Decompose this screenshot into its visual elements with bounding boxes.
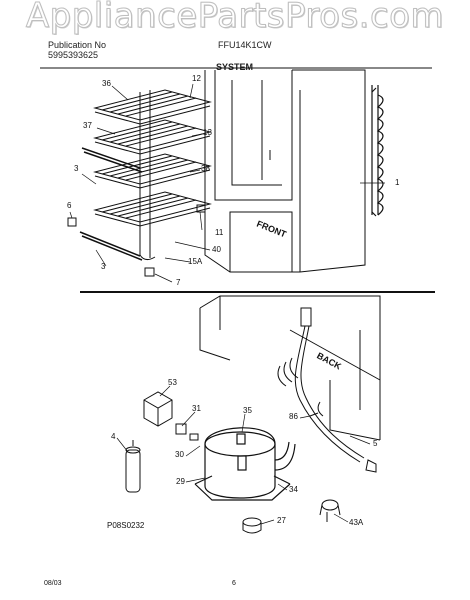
watermark: AppliancePartsPros.com [25,0,445,37]
callout-5: 5 [373,439,378,448]
screw-86 [309,412,319,417]
callout-31: 31 [192,404,201,413]
callout-6: 6 [67,201,72,210]
leader-lines-top [69,83,385,283]
page-number: 6 [232,580,236,587]
callout-36: 36 [102,79,111,88]
leader-lines-bottom [116,385,371,525]
callout-40: 40 [212,245,221,254]
clamp-43a [319,499,341,522]
callout-43a: 43A [349,518,364,527]
callout-15a: 15A [188,257,203,266]
cabinet-outline [204,69,366,273]
callout-30: 30 [175,450,184,459]
callout-3-upper: 3 [74,164,79,173]
publication-label: Publication No [48,40,107,50]
clip-6 [67,217,77,227]
callout-27: 27 [277,516,286,525]
callout-34: 34 [289,485,298,494]
callout-37: 37 [83,121,92,130]
capacitor-tube [125,440,141,493]
callout-53: 53 [168,378,177,387]
section-title: SYSTEM [216,62,254,72]
callout-12: 12 [192,74,201,83]
callout-13: 13 [203,128,212,137]
shelf-2 [93,119,212,155]
callout-4: 4 [111,432,116,441]
model-number: FFU14K1CW [218,40,272,50]
grommet [242,517,262,534]
compressor [194,427,296,501]
clip-11 [196,204,206,213]
figure-code: P08S0232 [107,521,145,530]
clip-7 [144,267,155,277]
callout-3-lower: 3 [101,262,106,271]
shelf-4 [93,191,212,227]
evaporator-shelves [93,89,212,261]
footer-date: 08/03 [44,580,62,587]
callout-7: 7 [176,278,181,287]
publication-number: 5995393625 [48,50,99,60]
relay-assembly [143,391,199,441]
callout-35: 35 [243,406,252,415]
callout-86: 86 [289,412,298,421]
callout-38: 38 [201,164,210,173]
callout-1: 1 [395,178,400,187]
shelf-front-trims [79,147,143,261]
shelf-1 [93,89,212,125]
wiring-harness [277,307,377,473]
callout-29: 29 [176,477,185,486]
condenser-coil [371,85,384,217]
cabinet-back-corner [199,295,381,441]
callout-11: 11 [215,228,224,237]
